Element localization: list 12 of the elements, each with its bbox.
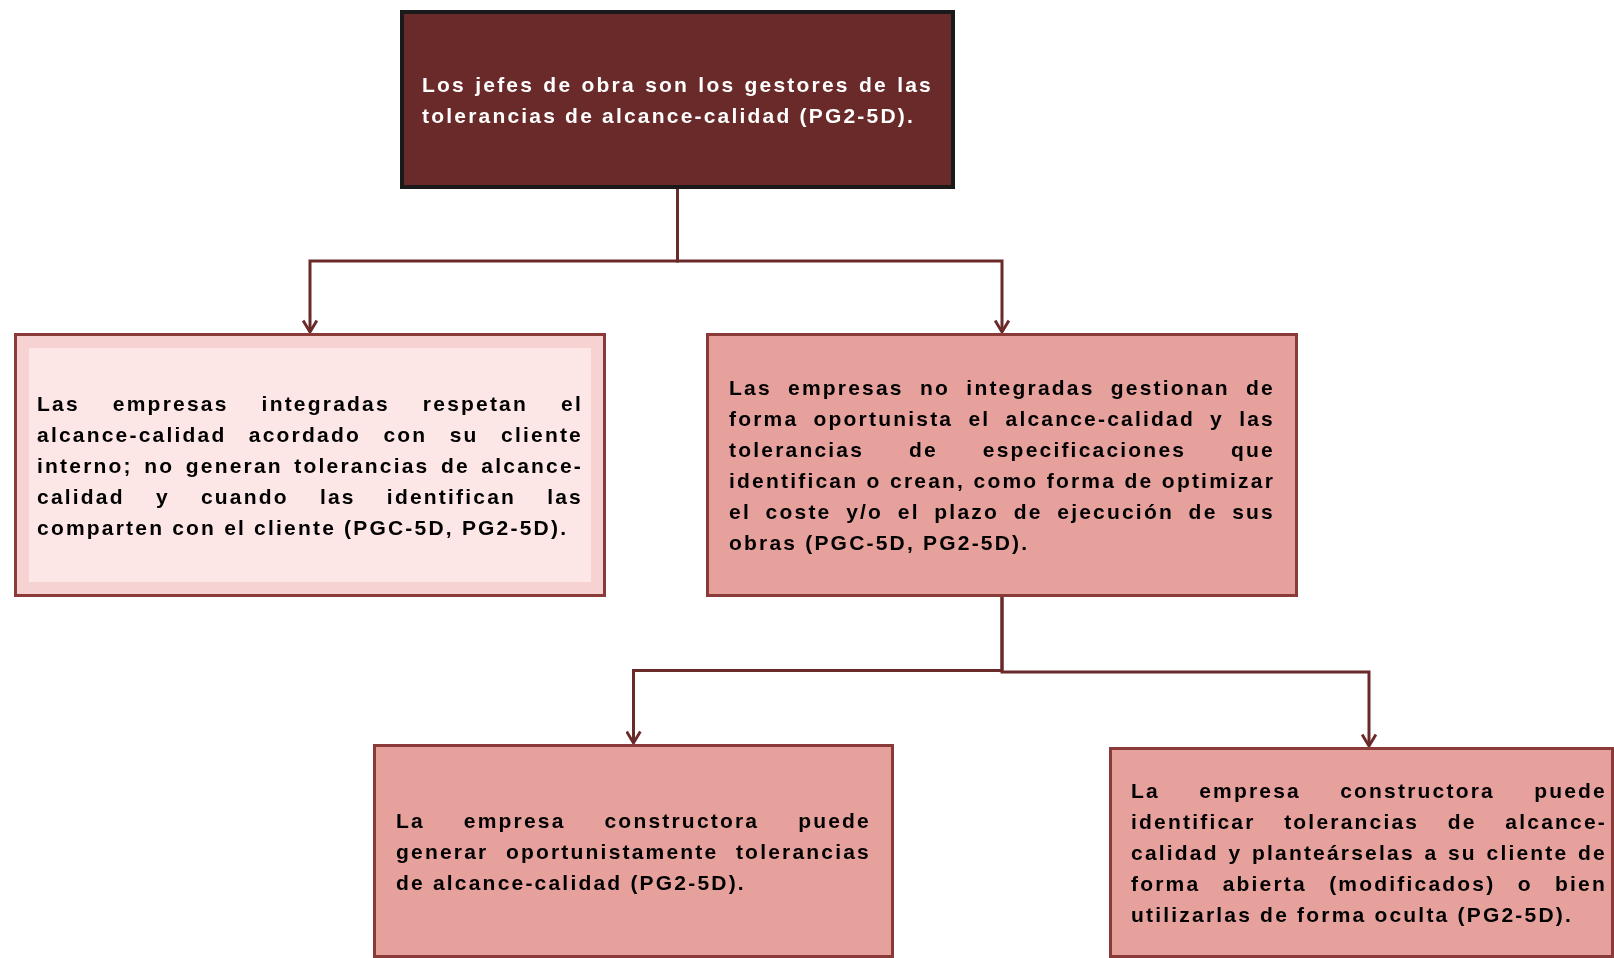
text-box [373, 744, 894, 958]
box-text: La empresa constructora puede generar oportunistamente tolerancias de alcance-calidad (PG2-5D). [396, 807, 871, 896]
text-box [400, 10, 955, 189]
box-text: Las empresas integradas respetan el alcance-calidad acordado con su cliente interno; no generan tolerancias de alcance-calidad y cuando las identifican las comparten con el cliente (PGC-5D, PG2-5D). [37, 390, 583, 541]
text-box [1109, 747, 1614, 958]
text-box [706, 333, 1298, 597]
arrow [676, 189, 1011, 334]
box-text: La empresa constructora puede identificar tolerancias de alcance-calidad y planteárselas a su cliente de forma abierta (modificados) o bien utilizarlas de forma oculta (PG2-5D). [1131, 778, 1607, 928]
text-box [14, 333, 606, 597]
box-text: Los jefes de obra son los gestores de las tolerancias de alcance-calidad (PG2-5D). [422, 71, 933, 129]
box-text: Las empresas no integradas gestionan de forma oportunista el alcance-calidad y las tolerancias de especificaciones que identifican o crean, como forma de optimizar el coste y/o el plazo de ejecución de sus obras (PGC-5D, PG2-5D). [729, 375, 1275, 556]
arrow [1000, 597, 1378, 748]
